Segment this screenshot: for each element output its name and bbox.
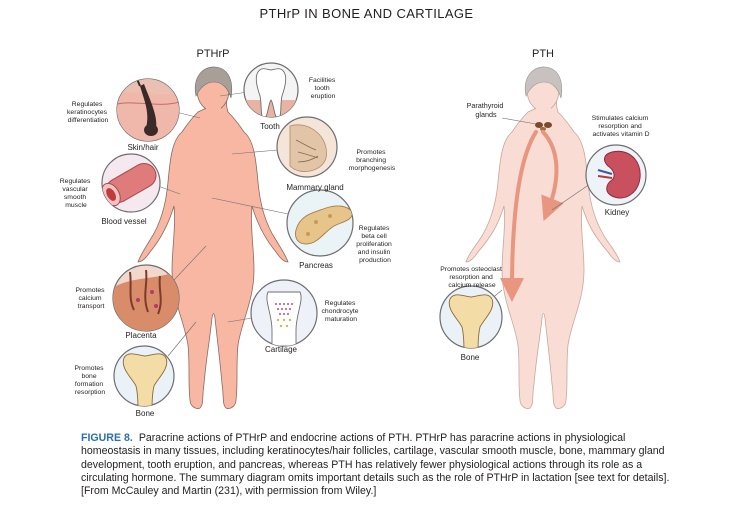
tooth-icon [255, 68, 287, 117]
cartilage-note: Regulates chondrocyte maturation [322, 300, 361, 323]
figure-title: PTHrP IN BONE AND CARTILAGE [259, 6, 474, 21]
pthrp-hair [194, 66, 233, 99]
pancreas-note: Regulates beta cell proliferation and in… [356, 225, 393, 264]
tooth-label: Tooth [260, 122, 280, 131]
pth-panel-label: PTH [532, 48, 554, 60]
pth-body [465, 66, 621, 409]
bone-note-right: Promotes osteoclast resorption and calci… [440, 266, 503, 289]
pth-arrow-to-kidney [541, 130, 564, 222]
kidney-note: Stimulates calcium resorption and activa… [592, 115, 651, 138]
pthrp-body [137, 66, 289, 409]
skin-hair-label: Skin/hair [127, 143, 158, 152]
parathyroid-glands-icon [535, 122, 552, 131]
placenta-note: Promotes calcium transport [76, 287, 107, 310]
skin-hair-note: Regulates keratinocytes differentiation [67, 101, 109, 124]
placenta-inset [112, 264, 180, 332]
bone-inset-left [113, 345, 175, 407]
bone-icon-right [448, 294, 494, 348]
pth-hair [524, 66, 563, 99]
figure-caption-text: Paracrine actions of PTHrP and endocrine… [81, 432, 670, 498]
bone-label-left: Bone [136, 409, 155, 418]
placenta-label: Placenta [125, 331, 157, 340]
mammary-note: Promotes branching morphogenesis [349, 149, 396, 172]
tooth-inset [243, 62, 299, 118]
figure-caption-label: FIGURE 8. [81, 432, 133, 444]
mammary-gland-inset [276, 116, 338, 178]
pth-neck [536, 106, 551, 118]
cartilage-label: Cartilage [265, 345, 298, 354]
figure-caption: FIGURE 8.Paracrine actions of PTHrP and … [81, 432, 681, 498]
pthrp-body-silhouette [137, 97, 289, 409]
pth-arrow-to-bone [500, 130, 538, 302]
placenta-villi-icon [129, 269, 162, 315]
mammary-label: Mammary gland [286, 183, 343, 192]
pthrp-neck [206, 106, 221, 118]
kidney-label: Kidney [605, 208, 629, 217]
pthrp-panel-label: PTHrP [197, 48, 230, 60]
blood-vessel-inset [101, 153, 161, 213]
kidney-icon [604, 150, 641, 199]
mammary-ducts-icon [295, 139, 319, 163]
skin-hair-inset [116, 78, 180, 142]
bone-icon [122, 353, 168, 406]
parathyroid-glands-label: Parathyroid glands [467, 101, 506, 119]
blood-vessel-note: Regulates vascular smooth muscle [60, 178, 93, 209]
tooth-note: Facilities tooth eruption [309, 77, 337, 100]
bone-inset-right [439, 285, 503, 349]
pthrp-leader-lines [157, 91, 289, 357]
hair-follicle-icon [140, 84, 157, 135]
blood-vessel-label: Blood vessel [101, 217, 147, 226]
cartilage-inset [250, 279, 318, 347]
pth-body-silhouette [465, 97, 621, 409]
pancreas-inset [286, 189, 354, 257]
bone-note-left: Promotes bone formation resorption [75, 365, 106, 396]
pancreas-label: Pancreas [299, 261, 333, 270]
bone-label-right: Bone [461, 353, 480, 362]
kidney-inset [585, 144, 647, 206]
